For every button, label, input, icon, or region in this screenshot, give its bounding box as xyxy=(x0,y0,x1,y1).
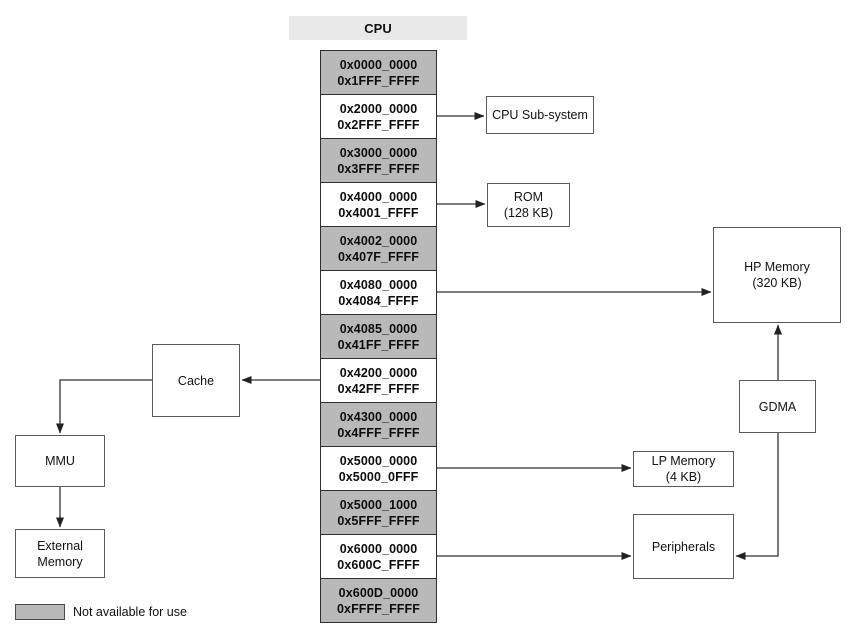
memory-block-1: 0x0000_0000 0x1FFF_FFFF xyxy=(320,50,437,95)
cpu-subsystem-box: CPU Sub-system xyxy=(486,96,594,134)
external-memory-box: External Memory xyxy=(15,529,105,578)
memory-block-2: 0x2000_0000 0x2FFF_FFFF xyxy=(320,94,437,139)
rom-size-label: (128 KB) xyxy=(503,206,554,220)
block-start-address: 0x2000_0000 xyxy=(339,101,418,116)
block-start-address: 0x4085_0000 xyxy=(339,321,418,336)
block-start-address: 0x4300_0000 xyxy=(339,409,418,424)
arrow-cache-to-mmu xyxy=(56,379,152,434)
block-end-address: 0x4FFF_FFFF xyxy=(337,425,420,440)
memory-block-8: 0x4200_0000 0x42FF_FFFF xyxy=(320,358,437,403)
legend-label: Not available for use xyxy=(73,605,187,619)
block-end-address: 0x41FF_FFFF xyxy=(337,337,420,352)
lp-memory-box: LP Memory (4 KB) xyxy=(633,451,734,487)
block-end-address: 0x5FFF_FFFF xyxy=(337,513,420,528)
legend-unavailable-swatch xyxy=(15,604,65,620)
block-start-address: 0x4080_0000 xyxy=(339,277,418,292)
cpu-title-label: CPU xyxy=(364,20,392,36)
cpu-subsystem-label: CPU Sub-system xyxy=(492,108,588,122)
block-start-address: 0x6000_0000 xyxy=(339,541,418,556)
mmu-label: MMU xyxy=(45,454,75,468)
lp-memory-label: LP Memory xyxy=(651,454,716,468)
block-end-address: 0x4001_FFFF xyxy=(338,205,419,220)
memory-block-11: 0x5000_1000 0x5FFF_FFFF xyxy=(320,490,437,535)
block-end-address: 0x600C_FFFF xyxy=(337,557,420,572)
peripherals-box: Peripherals xyxy=(633,514,734,579)
block-end-address: 0x5000_0FFF xyxy=(338,469,419,484)
hp-memory-size-label: (320 KB) xyxy=(752,276,802,290)
cache-label: Cache xyxy=(177,373,215,388)
peripherals-label: Peripherals xyxy=(651,539,716,554)
gdma-box: GDMA xyxy=(739,380,816,433)
block-start-address: 0x4200_0000 xyxy=(339,365,418,380)
block-end-address: 0x3FFF_FFFF xyxy=(337,161,420,176)
block-end-address: 0x42FF_FFFF xyxy=(337,381,420,396)
arrow-gdma-to-peripherals xyxy=(735,433,779,560)
block-end-address: 0x407F_FFFF xyxy=(338,249,419,264)
block-start-address: 0x600D_0000 xyxy=(338,585,419,600)
hp-memory-box: HP Memory (320 KB) xyxy=(713,227,841,323)
memory-block-7: 0x4085_0000 0x41FF_FFFF xyxy=(320,314,437,359)
block-end-address: 0x4084_FFFF xyxy=(338,293,419,308)
block-end-address: 0x1FFF_FFFF xyxy=(337,73,420,88)
lp-memory-size-label: (4 KB) xyxy=(665,470,702,484)
memory-block-5: 0x4002_0000 0x407F_FFFF xyxy=(320,226,437,271)
block-start-address: 0x3000_0000 xyxy=(339,145,418,160)
memory-block-3: 0x3000_0000 0x3FFF_FFFF xyxy=(320,138,437,183)
cpu-title-bar: CPU xyxy=(289,16,467,40)
rom-box: ROM (128 KB) xyxy=(487,183,570,227)
memory-block-10: 0x5000_0000 0x5000_0FFF xyxy=(320,446,437,491)
memory-block-13: 0x600D_0000 0xFFFF_FFFF xyxy=(320,578,437,623)
memory-address-stack: 0x0000_0000 0x1FFF_FFFF 0x2000_0000 0x2F… xyxy=(320,50,437,623)
memory-block-6: 0x4080_0000 0x4084_FFFF xyxy=(320,270,437,315)
block-end-address: 0xFFFF_FFFF xyxy=(336,601,421,616)
rom-label: ROM xyxy=(513,190,544,204)
memory-block-9: 0x4300_0000 0x4FFF_FFFF xyxy=(320,402,437,447)
cache-box: Cache xyxy=(152,344,240,417)
block-start-address: 0x5000_1000 xyxy=(339,497,418,512)
hp-memory-label: HP Memory xyxy=(744,260,810,274)
block-start-address: 0x4000_0000 xyxy=(339,189,418,204)
block-start-address: 0x4002_0000 xyxy=(339,233,418,248)
legend: Not available for use xyxy=(15,604,187,620)
mmu-box: MMU xyxy=(15,435,105,487)
external-memory-label-line2: Memory xyxy=(37,554,83,569)
external-memory-label-line1: External xyxy=(37,538,83,553)
gdma-label: GDMA xyxy=(758,399,797,414)
memory-block-12: 0x6000_0000 0x600C_FFFF xyxy=(320,534,437,579)
block-end-address: 0x2FFF_FFFF xyxy=(337,117,420,132)
block-start-address: 0x0000_0000 xyxy=(339,57,418,72)
memory-block-4: 0x4000_0000 0x4001_FFFF xyxy=(320,182,437,227)
block-start-address: 0x5000_0000 xyxy=(339,453,418,468)
